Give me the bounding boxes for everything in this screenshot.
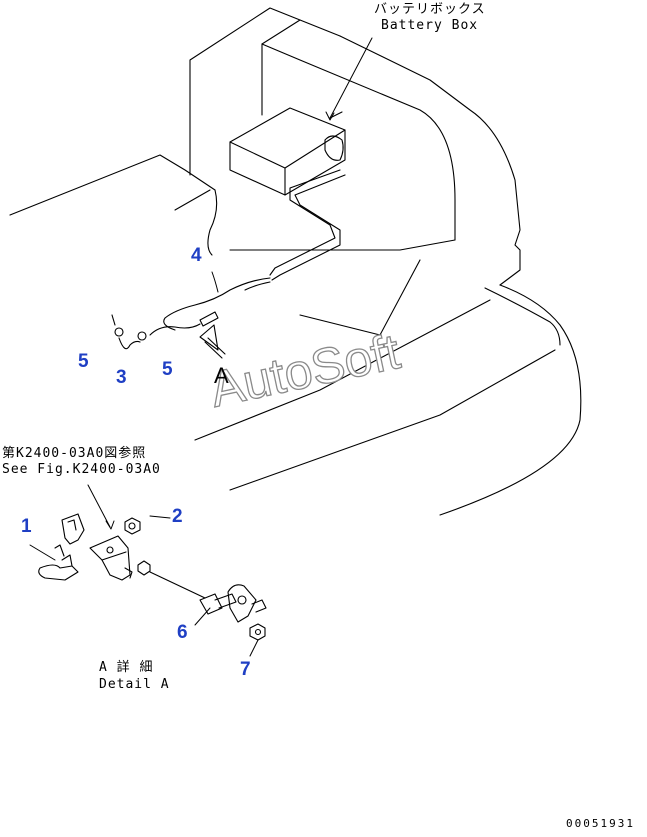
part-number-1: 1 [21,516,32,537]
detail-a-parts [38,513,267,641]
detail-a-label-en: Detail A [99,677,170,692]
see-fig-label-en: See Fig.K2400-03A0 [2,462,161,477]
part-number-4: 4 [191,245,202,266]
view-letter-a: A [214,363,229,388]
part-number-2: 2 [172,506,183,527]
part-number-5-left: 5 [78,351,89,372]
battery-box-label-jp: バッテリボックス [374,2,486,17]
drawing-code: 00051931 [566,817,635,830]
part-number-5-right: 5 [162,359,173,380]
part-number-7: 7 [240,659,251,680]
part-number-3: 3 [116,367,127,388]
clamp-parts [111,314,147,350]
see-fig-label-jp: 第K2400-03A0図参照 [2,446,147,461]
view-arrow [199,324,226,359]
battery-box-drawing [229,107,346,196]
sensor-cable [149,169,346,336]
part-number-6: 6 [177,622,188,643]
detail-a-label-jp: A 詳 細 [99,660,154,675]
battery-box-label-en: Battery Box [381,18,479,33]
machine-frame-outline [9,7,582,516]
leader-lines [29,37,373,657]
